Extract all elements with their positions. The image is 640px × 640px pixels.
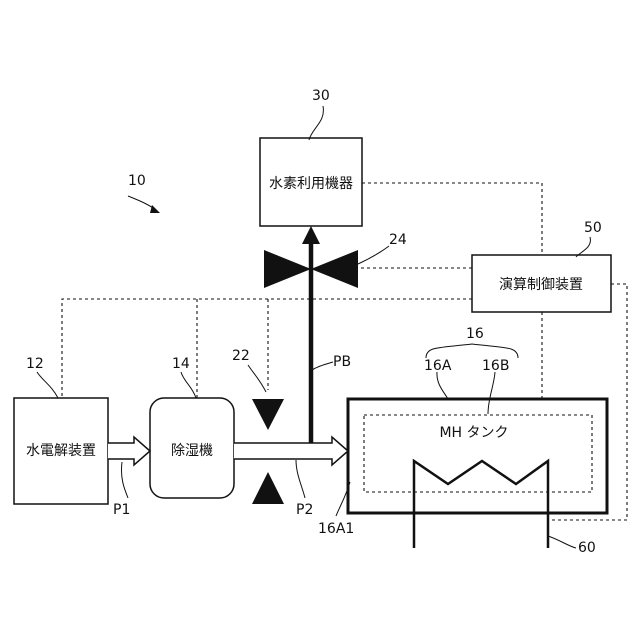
ref-12: 12 <box>26 356 44 372</box>
flow-arrow-p2 <box>234 437 348 465</box>
ref-16a1: 16A1 <box>318 521 354 537</box>
flow-arrow-p1 <box>108 437 150 465</box>
leader-24 <box>358 246 389 264</box>
valve-22-lower <box>252 472 284 504</box>
leader-p1 <box>121 462 128 498</box>
ref-16a: 16A <box>424 358 452 374</box>
pipe-pb-arrowhead <box>302 226 320 244</box>
ref-p1: P1 <box>113 502 130 518</box>
control-line-main <box>62 299 472 398</box>
leader-12 <box>37 372 58 398</box>
leader-pb <box>312 362 333 370</box>
ref-p2: P2 <box>296 502 313 518</box>
valve-22-upper <box>252 399 284 430</box>
leader-60 <box>548 536 576 548</box>
ref-60: 60 <box>578 540 596 556</box>
ref-16: 16 <box>466 326 484 342</box>
dehumidifier-label: 除湿機 <box>171 443 213 459</box>
ref-10: 10 <box>128 173 146 189</box>
ref-30: 30 <box>312 88 330 104</box>
leader-22 <box>248 365 266 392</box>
ref-16b: 16B <box>482 358 509 374</box>
ref-50: 50 <box>584 220 602 236</box>
valve-24-right <box>311 250 358 288</box>
ref-pb: PB <box>333 354 351 370</box>
brace-16 <box>426 344 518 358</box>
leader-50 <box>576 237 590 257</box>
leader-14 <box>181 372 196 398</box>
ref-14: 14 <box>172 356 190 372</box>
leader-10-arrowhead <box>150 205 160 213</box>
controller-label: 演算制御装置 <box>499 277 583 293</box>
ref-24: 24 <box>389 232 407 248</box>
leader-p2 <box>296 460 305 498</box>
leader-30 <box>309 106 323 140</box>
hydrogen-user-label: 水素利用機器 <box>269 176 353 192</box>
ref-22: 22 <box>232 348 250 364</box>
leader-16a <box>437 372 448 399</box>
mh-tank-outer <box>348 399 607 513</box>
mh-tank-label: MH タンク <box>439 425 508 441</box>
electrolyzer-label: 水電解装置 <box>26 443 96 459</box>
valve-24-left <box>264 250 311 288</box>
